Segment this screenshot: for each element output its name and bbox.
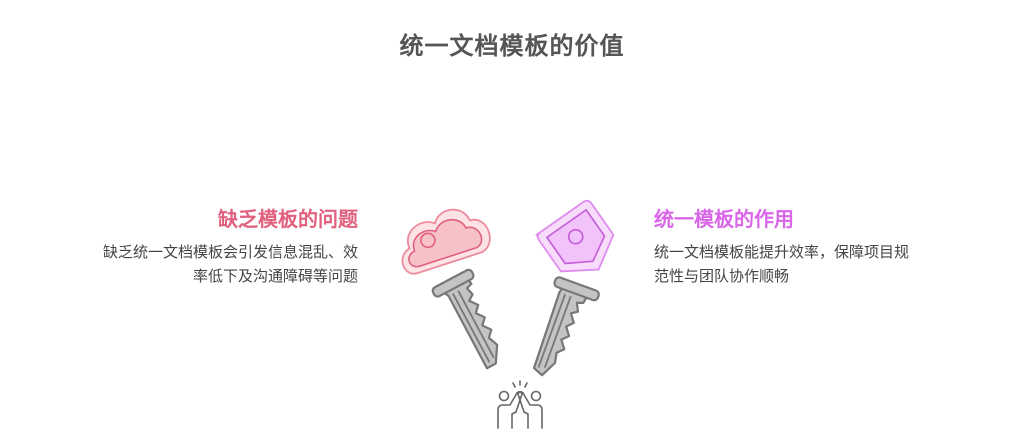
page-title: 统一文档模板的价值 — [399, 32, 625, 60]
problem-description-line-2: 率低下及沟通障碍等问题 — [192, 267, 358, 285]
problem-section: 缺乏模板的问题 缺乏统一文档模板会引发信息混乱、效 率低下及沟通障碍等问题 — [30, 206, 358, 288]
cloud-key-icon — [401, 208, 499, 370]
keys-illustration — [401, 199, 615, 429]
benefit-description-line-2: 范性与团队协作顺畅 — [654, 267, 790, 285]
problem-heading: 缺乏模板的问题 — [218, 207, 358, 231]
benefit-section: 统一模板的作用 统一文档模板能提升效率，保障项目规 范性与团队协作顺畅 — [654, 206, 984, 288]
problem-description-line-1: 缺乏统一文档模板会引发信息混乱、效 — [102, 243, 358, 261]
high-five-icon — [497, 380, 543, 429]
diamond-key-icon — [532, 199, 615, 377]
benefit-description: 统一文档模板能提升效率，保障项目规 范性与团队协作顺畅 — [654, 240, 984, 288]
benefit-description-line-1: 统一文档模板能提升效率，保障项目规 — [654, 243, 910, 261]
benefit-heading: 统一模板的作用 — [654, 207, 794, 231]
problem-description: 缺乏统一文档模板会引发信息混乱、效 率低下及沟通障碍等问题 — [30, 240, 358, 288]
